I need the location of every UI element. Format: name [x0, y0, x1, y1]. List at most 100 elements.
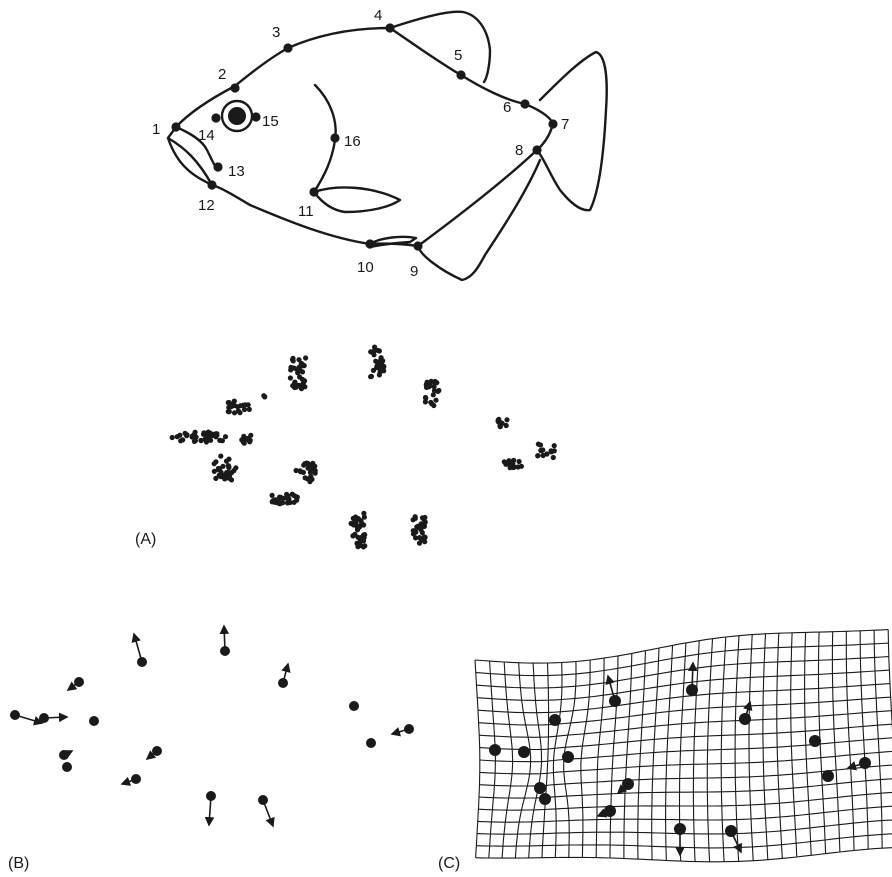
vector-13-point — [59, 750, 69, 760]
grid-vertical-line — [652, 648, 659, 860]
grid-vector-15-point — [674, 823, 686, 835]
scatter-cluster-6-point — [378, 369, 383, 374]
scatter-cluster-7-point — [423, 396, 428, 401]
grid-vector-6-point — [686, 684, 698, 696]
landmark-2-dot — [230, 83, 239, 92]
scatter-cluster-10-point — [536, 442, 541, 447]
landmark-7-dot — [548, 119, 557, 128]
fish-outline-diagram — [168, 12, 607, 280]
vector-3-point — [74, 677, 84, 687]
panel-b-label: (B) — [8, 855, 29, 872]
scatter-cluster-1-point — [180, 437, 185, 442]
grid-vertical-line — [777, 633, 783, 858]
scatter-cluster-5-point — [297, 383, 302, 388]
scatter-cluster-14-point — [417, 541, 422, 546]
scatter-cluster-9-point — [503, 462, 508, 467]
scatter-cluster-2-point — [226, 470, 231, 475]
scatter-cluster-2-point — [233, 465, 238, 470]
vector-5-point — [137, 657, 147, 667]
panel-a-landmark-scatter — [170, 345, 557, 550]
fish-dorsal-fin — [390, 12, 490, 82]
scatter-cluster-1-point — [177, 433, 182, 438]
scatter-cluster-1-point — [170, 435, 175, 440]
landmark-10-label: 10 — [357, 259, 374, 276]
scatter-cluster-14-point — [411, 531, 416, 536]
scatter-cluster-7-point — [432, 388, 437, 393]
landmark-11-label: 11 — [298, 203, 314, 220]
scatter-cluster-11-point — [309, 477, 314, 482]
scatter-cluster-7-point — [424, 385, 429, 390]
scatter-cluster-8-point — [496, 417, 501, 422]
landmark-11-dot — [309, 187, 318, 196]
scatter-cluster-11-point — [294, 468, 299, 473]
scatter-cluster-12-point — [285, 496, 290, 501]
grid-vector-10-point — [822, 770, 834, 782]
scatter-cluster-13-point — [356, 516, 361, 521]
scatter-cluster-2-point — [226, 475, 231, 480]
scatter-cluster-11-point — [305, 461, 310, 466]
scatter-cluster-6-point — [381, 364, 386, 369]
landmark-15-dot — [251, 112, 260, 121]
scatter-cluster-12-point — [290, 492, 295, 497]
grid-vector-8-point — [809, 735, 821, 747]
landmark-1-dot — [171, 122, 180, 131]
scatter-cluster-13-point — [354, 541, 359, 546]
scatter-cluster-1-point — [184, 432, 189, 437]
fish-mouth-line — [168, 138, 212, 185]
scatter-cluster-11-point — [310, 461, 315, 466]
grid-vector-2-point — [518, 746, 530, 758]
landmark-12-label: 12 — [198, 197, 215, 214]
scatter-cluster-5-point — [300, 362, 305, 367]
scatter-cluster-10-point — [552, 443, 557, 448]
landmark-dots — [171, 23, 557, 250]
scatter-cluster-6-point — [377, 348, 382, 353]
vector-7-point — [278, 678, 288, 688]
scatter-cluster-11-point — [305, 466, 310, 471]
scatter-cluster-14-point — [413, 514, 418, 519]
grid-vertical-line — [763, 634, 768, 860]
landmark-14-label: 14 — [198, 127, 215, 144]
scatter-cluster-12-point — [294, 498, 299, 503]
grid-horizontal-line — [478, 806, 892, 822]
scatter-cluster-6-point — [368, 349, 373, 354]
landmark-4-dot — [385, 23, 394, 32]
scatter-cluster-3-point — [237, 410, 242, 415]
vector-10-point — [366, 738, 376, 748]
scatter-cluster-15-point — [261, 393, 266, 398]
scatter-cluster-14-point — [423, 520, 428, 525]
vector-12-point — [62, 762, 72, 772]
grid-vector-4-point — [562, 751, 574, 763]
scatter-cluster-3-point — [246, 402, 251, 407]
fish-pectoral-fin — [314, 187, 400, 212]
scatter-cluster-2-point — [212, 461, 217, 466]
scatter-cluster-9-point — [517, 459, 522, 464]
landmark-15-label: 15 — [262, 113, 279, 130]
grid-vector-16-point — [725, 825, 737, 837]
grid-vertical-line — [693, 641, 699, 862]
scatter-cluster-11-point — [305, 476, 310, 481]
vector-9-point — [404, 724, 414, 734]
scatter-cluster-7-point — [434, 380, 439, 385]
landmark-9-dot — [413, 241, 422, 250]
scatter-cluster-10-point — [549, 449, 554, 454]
scatter-cluster-5-point — [293, 382, 298, 387]
vector-14-point — [131, 774, 141, 784]
grid-vector-11-point — [622, 778, 634, 790]
scatter-cluster-5-point — [295, 370, 300, 375]
panel-b-landmark-vectors — [10, 626, 414, 826]
scatter-cluster-11-point — [313, 471, 318, 476]
landmark-13-label: 13 — [228, 163, 245, 180]
landmark-4-label: 4 — [374, 7, 382, 24]
vector-16-point — [258, 795, 268, 805]
scatter-cluster-5-point — [288, 375, 293, 380]
grid-vector-14-point — [604, 805, 616, 817]
grid-vertical-line — [666, 645, 673, 860]
landmark-16-dot — [330, 133, 339, 142]
scatter-cluster-7-point — [429, 401, 434, 406]
landmark-14-dot — [211, 113, 220, 122]
scatter-cluster-13-point — [350, 533, 355, 538]
grid-vector-1-point — [489, 744, 501, 756]
grid-vertical-line — [489, 661, 496, 858]
scatter-cluster-6-point — [380, 358, 385, 363]
scatter-cluster-6-point — [369, 374, 374, 379]
